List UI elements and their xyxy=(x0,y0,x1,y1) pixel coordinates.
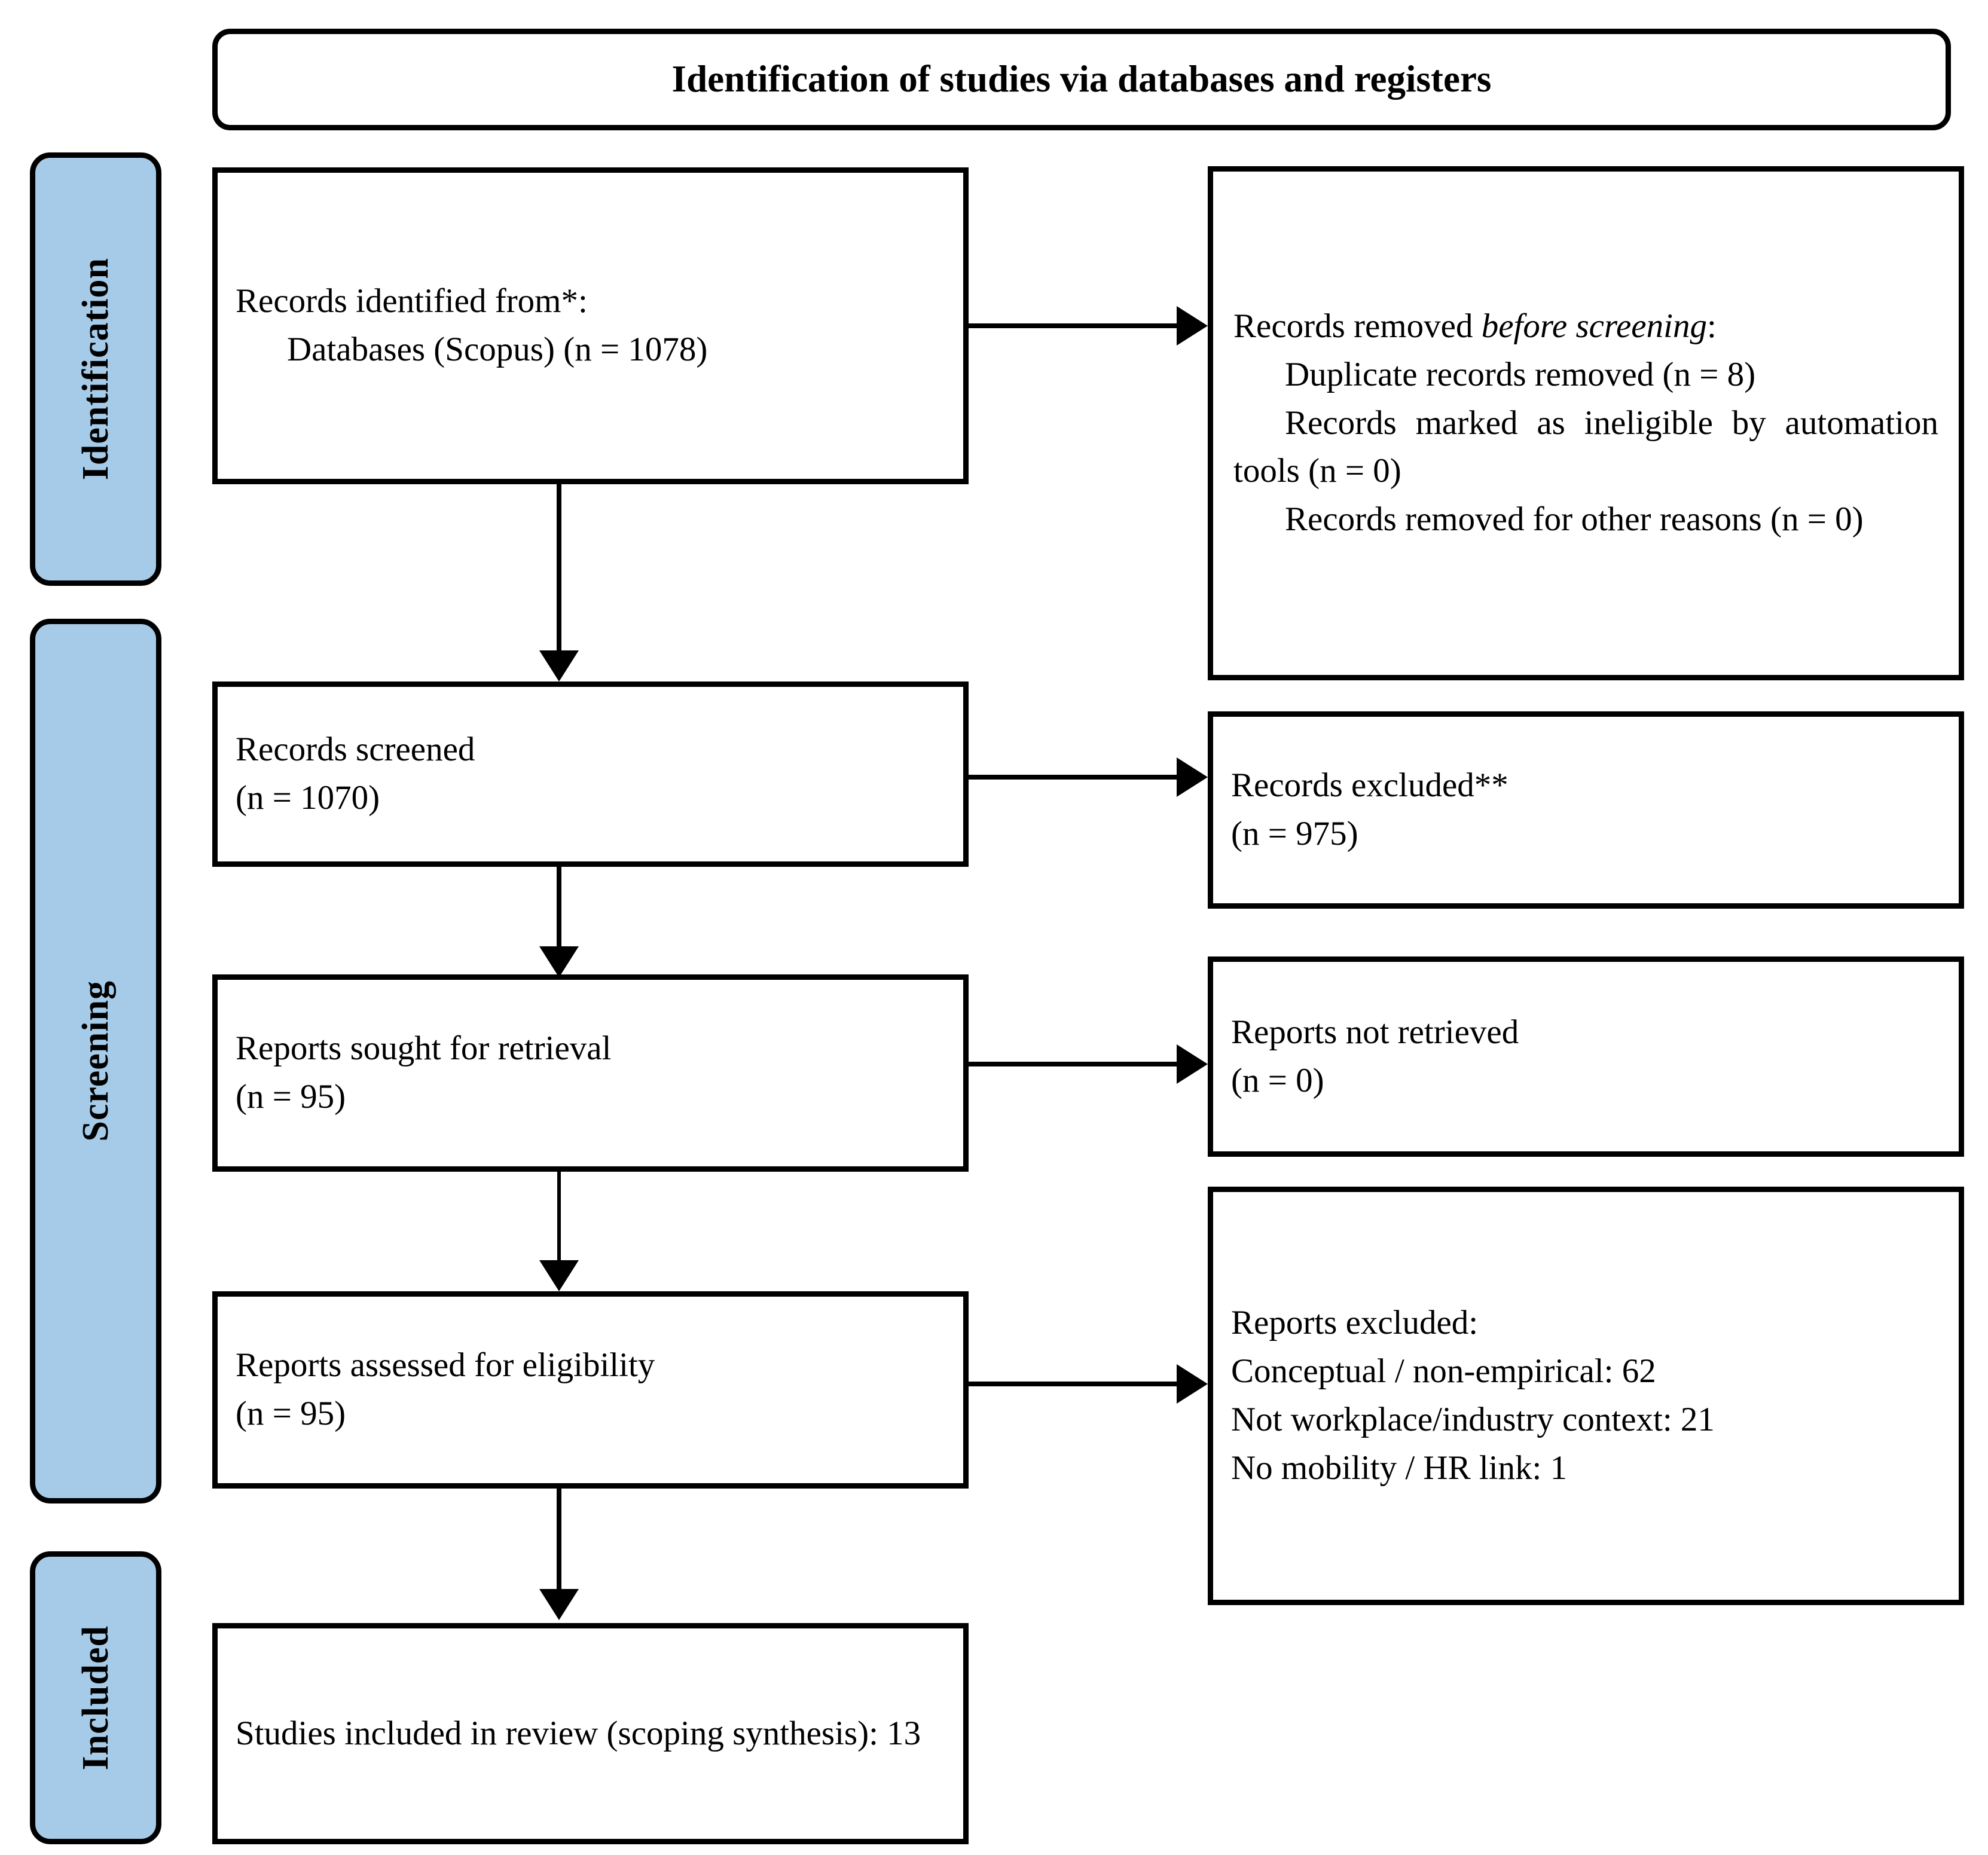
node-reports-excluded: Reports excluded: Conceptual / non-empir… xyxy=(1208,1187,1964,1605)
arrow-identified-to-removed xyxy=(969,305,1208,347)
arrow-head xyxy=(1177,306,1208,346)
records-screened-line2: (n = 1070) xyxy=(236,779,380,817)
node-records-screened: Records screened (n = 1070) xyxy=(212,682,969,867)
diagram-title: Identification of studies via databases … xyxy=(671,58,1492,100)
node-records-identified: Records identified from*: Databases (Sco… xyxy=(212,167,969,484)
records-removed-item-3: Records removed for other reasons (n = 0… xyxy=(1285,500,1864,539)
reports-excluded-line1: Reports excluded: xyxy=(1231,1304,1479,1342)
stage-identification: Identification xyxy=(30,152,161,586)
records-removed-heading: Records removed before screening: xyxy=(1233,302,1938,351)
records-excluded-line2: (n = 975) xyxy=(1231,815,1358,852)
records-screened-line1: Records screened xyxy=(236,731,475,769)
records-removed-heading-emphasis: before screening xyxy=(1481,307,1707,345)
arrow-shaft xyxy=(557,484,561,652)
node-reports-assessed: Reports assessed for eligibility (n = 95… xyxy=(212,1291,969,1489)
records-identified-line2: Databases (Scopus) (n = 1078) xyxy=(287,331,708,368)
reports-assessed-line2: (n = 95) xyxy=(236,1395,346,1432)
reports-excluded-line4: No mobility / HR link: 1 xyxy=(1231,1448,1568,1487)
node-records-excluded: Records excluded** (n = 975) xyxy=(1208,711,1964,909)
reports-excluded-line3: Not workplace/industry context: 21 xyxy=(1231,1401,1715,1438)
records-excluded-line1: Records excluded** xyxy=(1231,766,1508,805)
arrow-shaft xyxy=(969,1062,1178,1066)
arrow-shaft xyxy=(557,867,561,948)
reports-excluded-line2: Conceptual / non-empirical: 62 xyxy=(1231,1352,1656,1391)
records-removed-item-2: Records marked as ineligible by automati… xyxy=(1233,404,1938,490)
arrow-shaft xyxy=(969,323,1178,328)
reports-assessed-line1: Reports assessed for eligibility xyxy=(236,1346,655,1385)
stage-screening-label: Screening xyxy=(75,980,116,1142)
node-reports-not-retrieved: Reports not retrieved (n = 0) xyxy=(1208,956,1964,1157)
node-records-removed: Records removed before screening: Duplic… xyxy=(1208,166,1964,680)
arrow-assessed-to-included xyxy=(538,1489,580,1626)
arrow-shaft xyxy=(557,1172,561,1261)
arrow-head xyxy=(539,1260,579,1291)
arrow-head xyxy=(539,650,579,682)
arrow-head xyxy=(1177,757,1208,797)
records-removed-heading-suffix: : xyxy=(1706,307,1717,345)
stage-included-label: Included xyxy=(75,1625,116,1771)
reports-not-retrieved-line2: (n = 0) xyxy=(1231,1061,1324,1099)
arrow-shaft xyxy=(969,1382,1178,1386)
arrow-shaft xyxy=(557,1489,561,1590)
arrow-assessed-to-excluded xyxy=(969,1363,1208,1405)
stage-identification-label: Identification xyxy=(75,258,116,481)
records-removed-item-1: Duplicate records removed (n = 8) xyxy=(1285,355,1756,393)
reports-sought-line1: Reports sought for retrieval xyxy=(236,1029,612,1068)
arrow-screened-to-sought xyxy=(538,867,580,980)
records-removed-heading-prefix: Records removed xyxy=(1233,307,1482,345)
node-reports-sought: Reports sought for retrieval (n = 95) xyxy=(212,974,969,1172)
stage-screening: Screening xyxy=(30,619,161,1503)
diagram-title-banner: Identification of studies via databases … xyxy=(212,29,1951,130)
arrow-screened-to-excluded xyxy=(969,756,1208,798)
arrow-identified-to-screened xyxy=(538,484,580,682)
reports-not-retrieved-line1: Reports not retrieved xyxy=(1231,1013,1519,1051)
arrow-head xyxy=(1177,1364,1208,1404)
arrow-sought-to-assessed xyxy=(538,1172,580,1297)
arrow-head xyxy=(539,1589,579,1620)
arrow-sought-to-not-retrieved xyxy=(969,1043,1208,1085)
arrow-head xyxy=(1177,1044,1208,1084)
arrow-head xyxy=(539,946,579,977)
stage-included: Included xyxy=(30,1551,161,1844)
node-studies-included: Studies included in review (scoping synt… xyxy=(212,1623,969,1844)
records-identified-line1: Records identified from*: xyxy=(236,282,588,320)
arrow-shaft xyxy=(969,775,1178,780)
reports-sought-line2: (n = 95) xyxy=(236,1078,346,1116)
studies-included-line1: Studies included in review (scoping synt… xyxy=(236,1714,921,1752)
